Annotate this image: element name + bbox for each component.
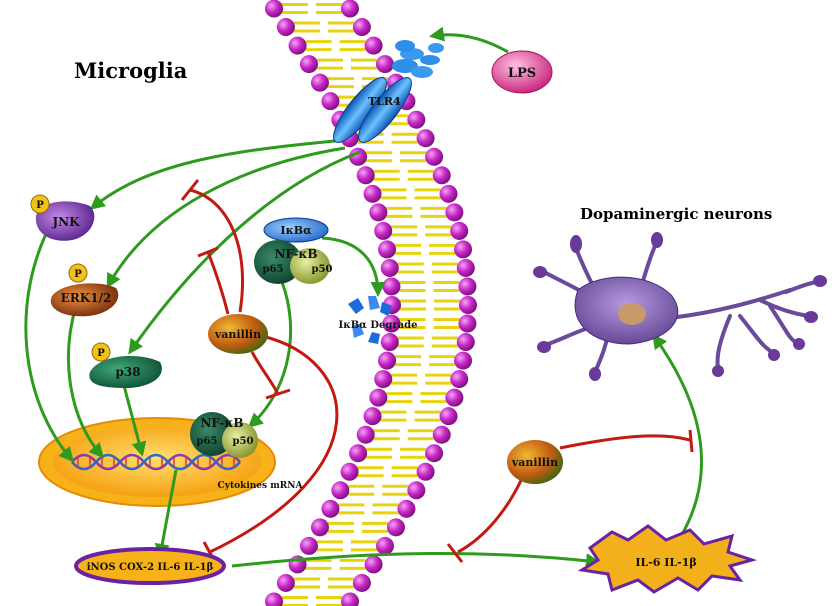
vanillin-microglia-label: vanillin [214,328,261,341]
mediators-label: iNOS COX-2 IL-6 IL-1β [87,562,214,573]
ikba-label: IκBα [280,224,312,237]
ikba-nfkb-complex: IκBα NF-κB p65 p50 [254,217,333,284]
vanillin-microglia-node: vanillin [208,314,268,354]
vanillin-neuron-label: vanillin [511,456,558,469]
vanillin-neuron-node: vanillin [507,440,563,484]
dna-helix-icon [71,453,241,471]
p50-label: p50 [312,264,333,275]
nuclear-p65-label: p65 [197,436,218,447]
arrow-jnk-to-dna [24,221,74,463]
arrow-p38-to-dna [120,377,147,457]
nuclear-nfkb-label: NF-κB [200,416,243,430]
nfkb-label: NF-κB [274,247,317,261]
arrow-nfkb-to-nucleus [247,281,293,429]
arrow-tlr4-to-p38 [128,150,361,355]
inhibit-neuro-vanillin-to-released [457,473,526,554]
erk-node: ERK1/2 P [50,263,119,317]
arrow-mrna-to-mediators [154,469,178,559]
inhibit-vanillin-to-erk-path [189,188,245,313]
jnk-label: JNK [51,215,80,229]
erk-label: ERK1/2 [61,291,112,305]
inhibit-neuro-vanillin-to-neuron [559,434,691,450]
ikba-degrade-fragments-icon: IκBα Degrade [339,296,418,344]
phospho-p38-icon [91,342,111,362]
inhibit-vanillin-to-mediators [209,334,339,554]
microglia-title: Microglia [74,58,188,83]
lps-node: LPS [491,50,553,94]
inhibition-lines [180,179,694,563]
arrow-lps-to-tlr4 [429,26,509,54]
tlr4-receptor-icon: TLR4 [333,40,444,143]
phospho-jnk-icon [30,194,50,214]
phospho-p38-label: P [97,348,105,359]
neuron-nucleus [618,303,646,325]
phospho-erk-label: P [74,269,82,280]
phospho-erk-icon [68,263,88,283]
arrow-tlr4-to-jnk [89,138,346,210]
tlr4-label: TLR4 [368,95,401,108]
neurons-title: Dopaminergic neurons [580,205,772,223]
cytokines-mrna-label: Cytokines mRNA [218,481,304,491]
arrow-erk-to-dna [66,305,104,459]
phospho-jnk-label: P [36,200,44,211]
arrow-mediators-to-released [231,551,601,569]
lps-label: LPS [508,66,536,81]
released-cytokines-node: IL-6 IL-1β [577,524,758,594]
inhibit-vanillin-to-p38-path [206,251,230,315]
ikba-degrade-label: IκBα Degrade [339,320,418,331]
released-cytokines-label: IL-6 IL-1β [635,556,696,569]
p65-label: p65 [263,264,284,275]
nuclear-nfkb-node: NF-κB p65 p50 [190,412,258,458]
dopaminergic-neuron-icon [533,232,827,381]
p38-label: p38 [115,365,140,379]
p38-node: p38 P [89,342,162,388]
nuclear-p50-label: p50 [233,436,254,447]
inhibit-vanillin-to-nfkb [250,351,280,395]
arrow-ikba-to-degrade [321,236,386,297]
jnk-node: JNK P [30,194,95,241]
arrow-released-to-neuron [652,333,703,539]
mediators-node: iNOS COX-2 IL-6 IL-1β [74,547,226,585]
